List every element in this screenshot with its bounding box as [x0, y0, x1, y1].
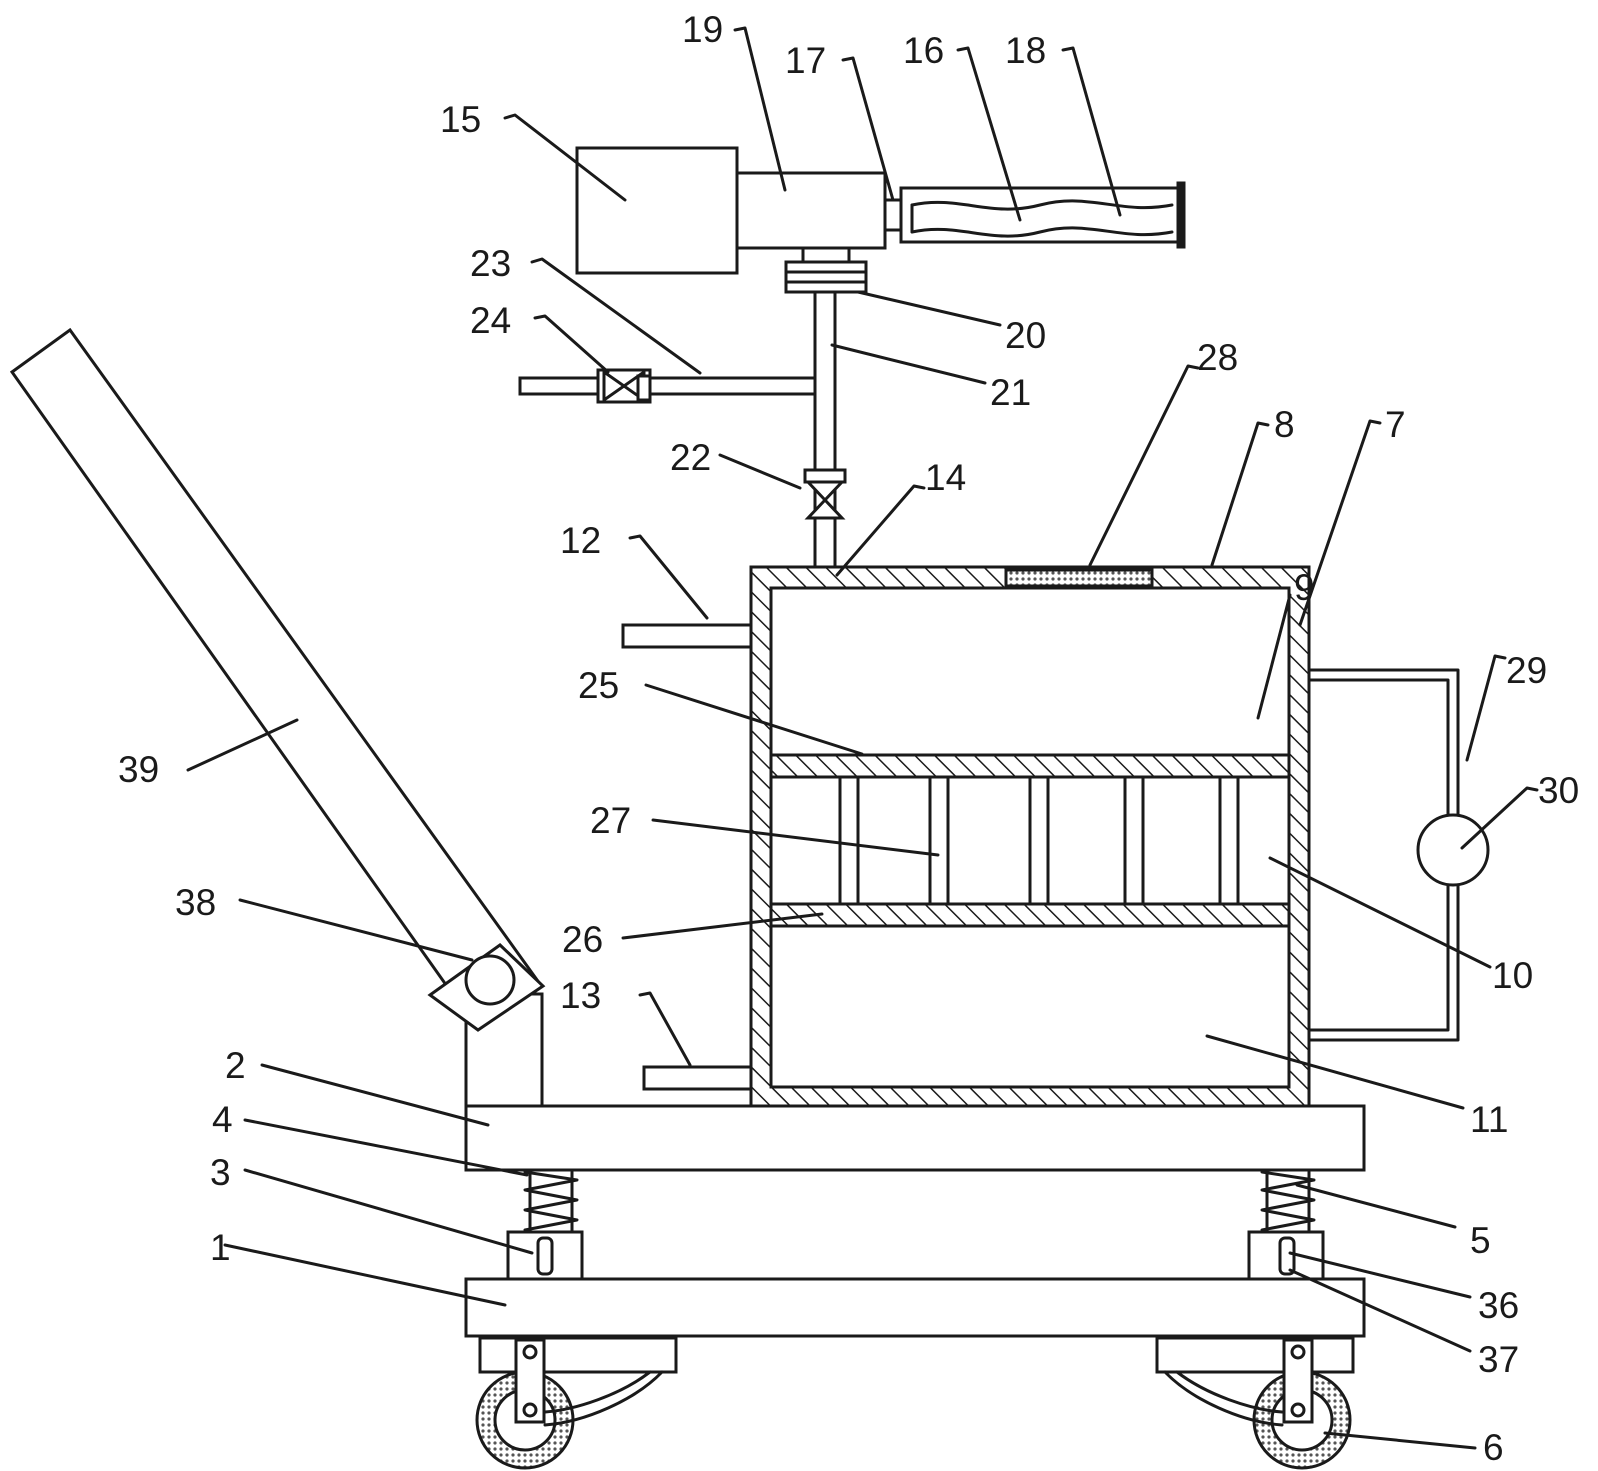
- label-9: 9: [1294, 567, 1315, 608]
- label-3: 3: [210, 1152, 231, 1193]
- tank: [621, 565, 1490, 1108]
- nozzle-wave: [910, 199, 1174, 211]
- lower-plate: [464, 1277, 1366, 1338]
- label-27: 27: [590, 800, 631, 841]
- pump: [1416, 813, 1490, 887]
- motor: [575, 146, 739, 275]
- right-spring: [1260, 1170, 1316, 1232]
- chassis: [464, 1104, 1366, 1338]
- upper-partition: [769, 753, 1291, 779]
- label-13: 13: [560, 975, 601, 1016]
- label-28: 28: [1197, 337, 1238, 378]
- label-16: 16: [903, 30, 944, 71]
- connector: [883, 198, 903, 232]
- label-25: 25: [578, 665, 619, 706]
- label-4: 4: [212, 1099, 233, 1140]
- nozzle-cap: [1176, 181, 1186, 249]
- coupling: [784, 260, 868, 294]
- label-29: 29: [1506, 650, 1547, 691]
- inlet-pipe: [621, 623, 753, 649]
- label-18: 18: [1005, 30, 1046, 71]
- label-23: 23: [470, 243, 511, 284]
- label-22: 22: [670, 437, 711, 478]
- spray-assembly: [518, 146, 1186, 569]
- right-wheel-assembly: [1155, 1336, 1355, 1470]
- branch-valve: [596, 368, 652, 404]
- label-15: 15: [440, 99, 481, 140]
- label-1: 1: [210, 1227, 231, 1268]
- labels: 15 19 17 16 18 20 23 24 21 22 28 8 7 14 …: [118, 9, 1579, 1468]
- upper-plate: [464, 1104, 1366, 1172]
- label-10: 10: [1492, 955, 1533, 996]
- label-37: 37: [1478, 1339, 1519, 1380]
- outlet-pipe: [642, 1065, 753, 1091]
- label-11: 11: [1470, 1099, 1508, 1140]
- label-5: 5: [1470, 1220, 1491, 1261]
- label-24: 24: [470, 300, 511, 341]
- label-26: 26: [562, 919, 603, 960]
- left-wheel-assembly: [475, 1336, 678, 1470]
- leader-lines: [186, 26, 1539, 1450]
- vertical-pipe: [813, 290, 837, 569]
- handle-bar: [9, 327, 543, 1033]
- lower-partition: [769, 902, 1291, 928]
- label-20: 20: [1005, 315, 1046, 356]
- label-19: 19: [682, 9, 723, 50]
- filter-tubes: [838, 775, 1240, 906]
- label-12: 12: [560, 520, 601, 561]
- label-7: 7: [1385, 404, 1406, 445]
- branch-pipe: [518, 376, 817, 396]
- label-2: 2: [225, 1045, 246, 1086]
- label-39: 39: [118, 749, 159, 790]
- vertical-valve: [803, 468, 847, 520]
- filter-screen: [1004, 568, 1154, 588]
- label-8: 8: [1274, 404, 1295, 445]
- label-17: 17: [785, 40, 826, 81]
- label-14: 14: [925, 457, 966, 498]
- label-38: 38: [175, 882, 216, 923]
- handle-assembly: [9, 327, 546, 1108]
- pivot-pin: [464, 954, 516, 1006]
- label-36: 36: [1478, 1285, 1519, 1326]
- pump-head: [735, 171, 887, 250]
- label-21: 21: [990, 372, 1031, 413]
- label-6: 6: [1483, 1427, 1504, 1468]
- label-30: 30: [1538, 770, 1579, 811]
- left-spring: [523, 1170, 579, 1232]
